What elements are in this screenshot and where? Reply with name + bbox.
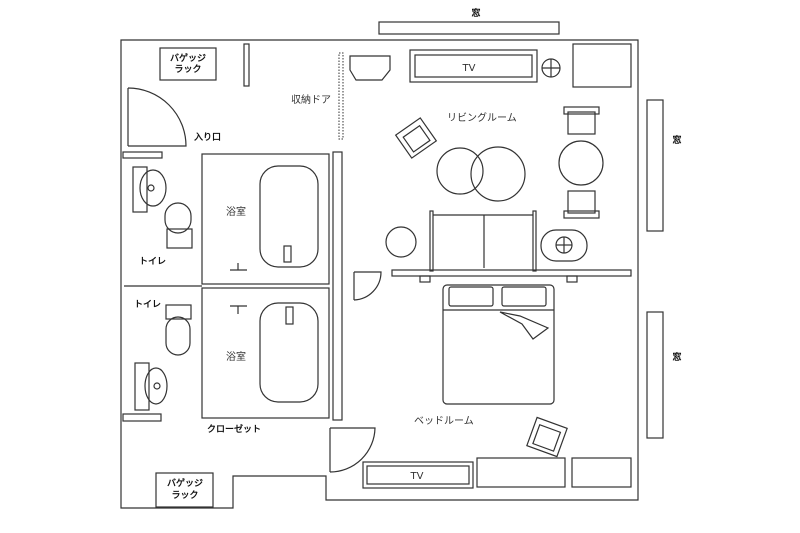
vanity-1 xyxy=(132,166,167,213)
luggage-rack-top: バゲッジ ラック xyxy=(159,47,217,81)
tv-living-label: TV xyxy=(462,63,476,74)
dining-chair-top xyxy=(563,106,600,135)
bedroom-label: ベッドルーム xyxy=(414,415,474,427)
sliding-partition xyxy=(429,210,537,272)
bathroom-2 xyxy=(201,287,330,419)
wash-bowl xyxy=(540,229,588,262)
coffee-table-large xyxy=(470,146,526,202)
closet-label: クローゼット xyxy=(207,423,261,435)
armchair-bedroom xyxy=(526,416,568,458)
window-right-lower-label: 窓 xyxy=(672,351,681,363)
partition-wall xyxy=(391,269,632,277)
bathroom-1 xyxy=(201,153,330,285)
partition-bracket-right xyxy=(566,275,578,283)
bathroom-2-label: 浴室 xyxy=(226,350,246,363)
bottom-door xyxy=(329,427,376,473)
luggage-rack-bottom: バゲッジ ラック xyxy=(155,472,214,508)
storage-door xyxy=(338,52,344,140)
toilet-1-label: トイレ xyxy=(139,256,166,267)
bathroom-1-label: 浴室 xyxy=(226,205,246,218)
luggage-rack-bottom-line1: バゲッジ xyxy=(167,477,203,489)
armchair-living-left xyxy=(394,117,438,159)
window-right-upper: 窓 xyxy=(646,99,682,232)
cabinet-bottom-middle xyxy=(476,457,566,488)
bathtub-1 xyxy=(259,165,319,268)
toilet-1 xyxy=(164,202,193,249)
entrance-label: 入り口 xyxy=(193,132,221,143)
central-wall xyxy=(332,151,343,421)
window-top-label: 窓 xyxy=(471,7,480,19)
window-right-lower: 窓 xyxy=(646,311,682,439)
drain-1 xyxy=(283,245,292,263)
faucet-2 xyxy=(230,305,247,314)
bedroom-door xyxy=(353,271,382,301)
wall-panel xyxy=(243,43,250,87)
side-table xyxy=(349,55,391,81)
coffee-table-small xyxy=(436,147,484,195)
window-right-upper-label: 窓 xyxy=(672,134,681,146)
shelf-upper xyxy=(122,151,163,159)
tv-living: TV xyxy=(409,49,538,83)
tv-bedroom-label: TV xyxy=(410,471,424,482)
drain-2 xyxy=(285,306,294,325)
faucet-1 xyxy=(230,263,247,271)
cabinet-top-right xyxy=(572,43,632,88)
vanity-2 xyxy=(134,362,168,411)
window-top: 窓 xyxy=(378,7,560,35)
shelf-lower xyxy=(122,413,162,422)
lamp-icon xyxy=(541,58,561,78)
stool xyxy=(385,226,417,258)
entrance-door xyxy=(127,87,187,147)
outer-wall xyxy=(120,39,639,509)
luggage-rack-bottom-line2: ラック xyxy=(171,490,198,501)
bed xyxy=(442,284,555,405)
dining-chair-bottom xyxy=(563,190,600,219)
toilet-2 xyxy=(165,304,192,356)
luggage-rack-top-line2: ラック xyxy=(174,64,201,75)
bathtub-2 xyxy=(259,302,319,403)
living-room-label: リビングルーム xyxy=(447,111,517,124)
partition-bracket-left xyxy=(419,275,431,283)
storage-door-label: 収納ドア xyxy=(291,93,331,106)
tv-bedroom: TV xyxy=(362,461,474,489)
cabinet-bottom-right xyxy=(571,457,632,488)
luggage-rack-top-line1: バゲッジ xyxy=(170,52,206,64)
toilet-2-label: トイレ xyxy=(134,299,161,310)
dining-table xyxy=(558,140,604,186)
